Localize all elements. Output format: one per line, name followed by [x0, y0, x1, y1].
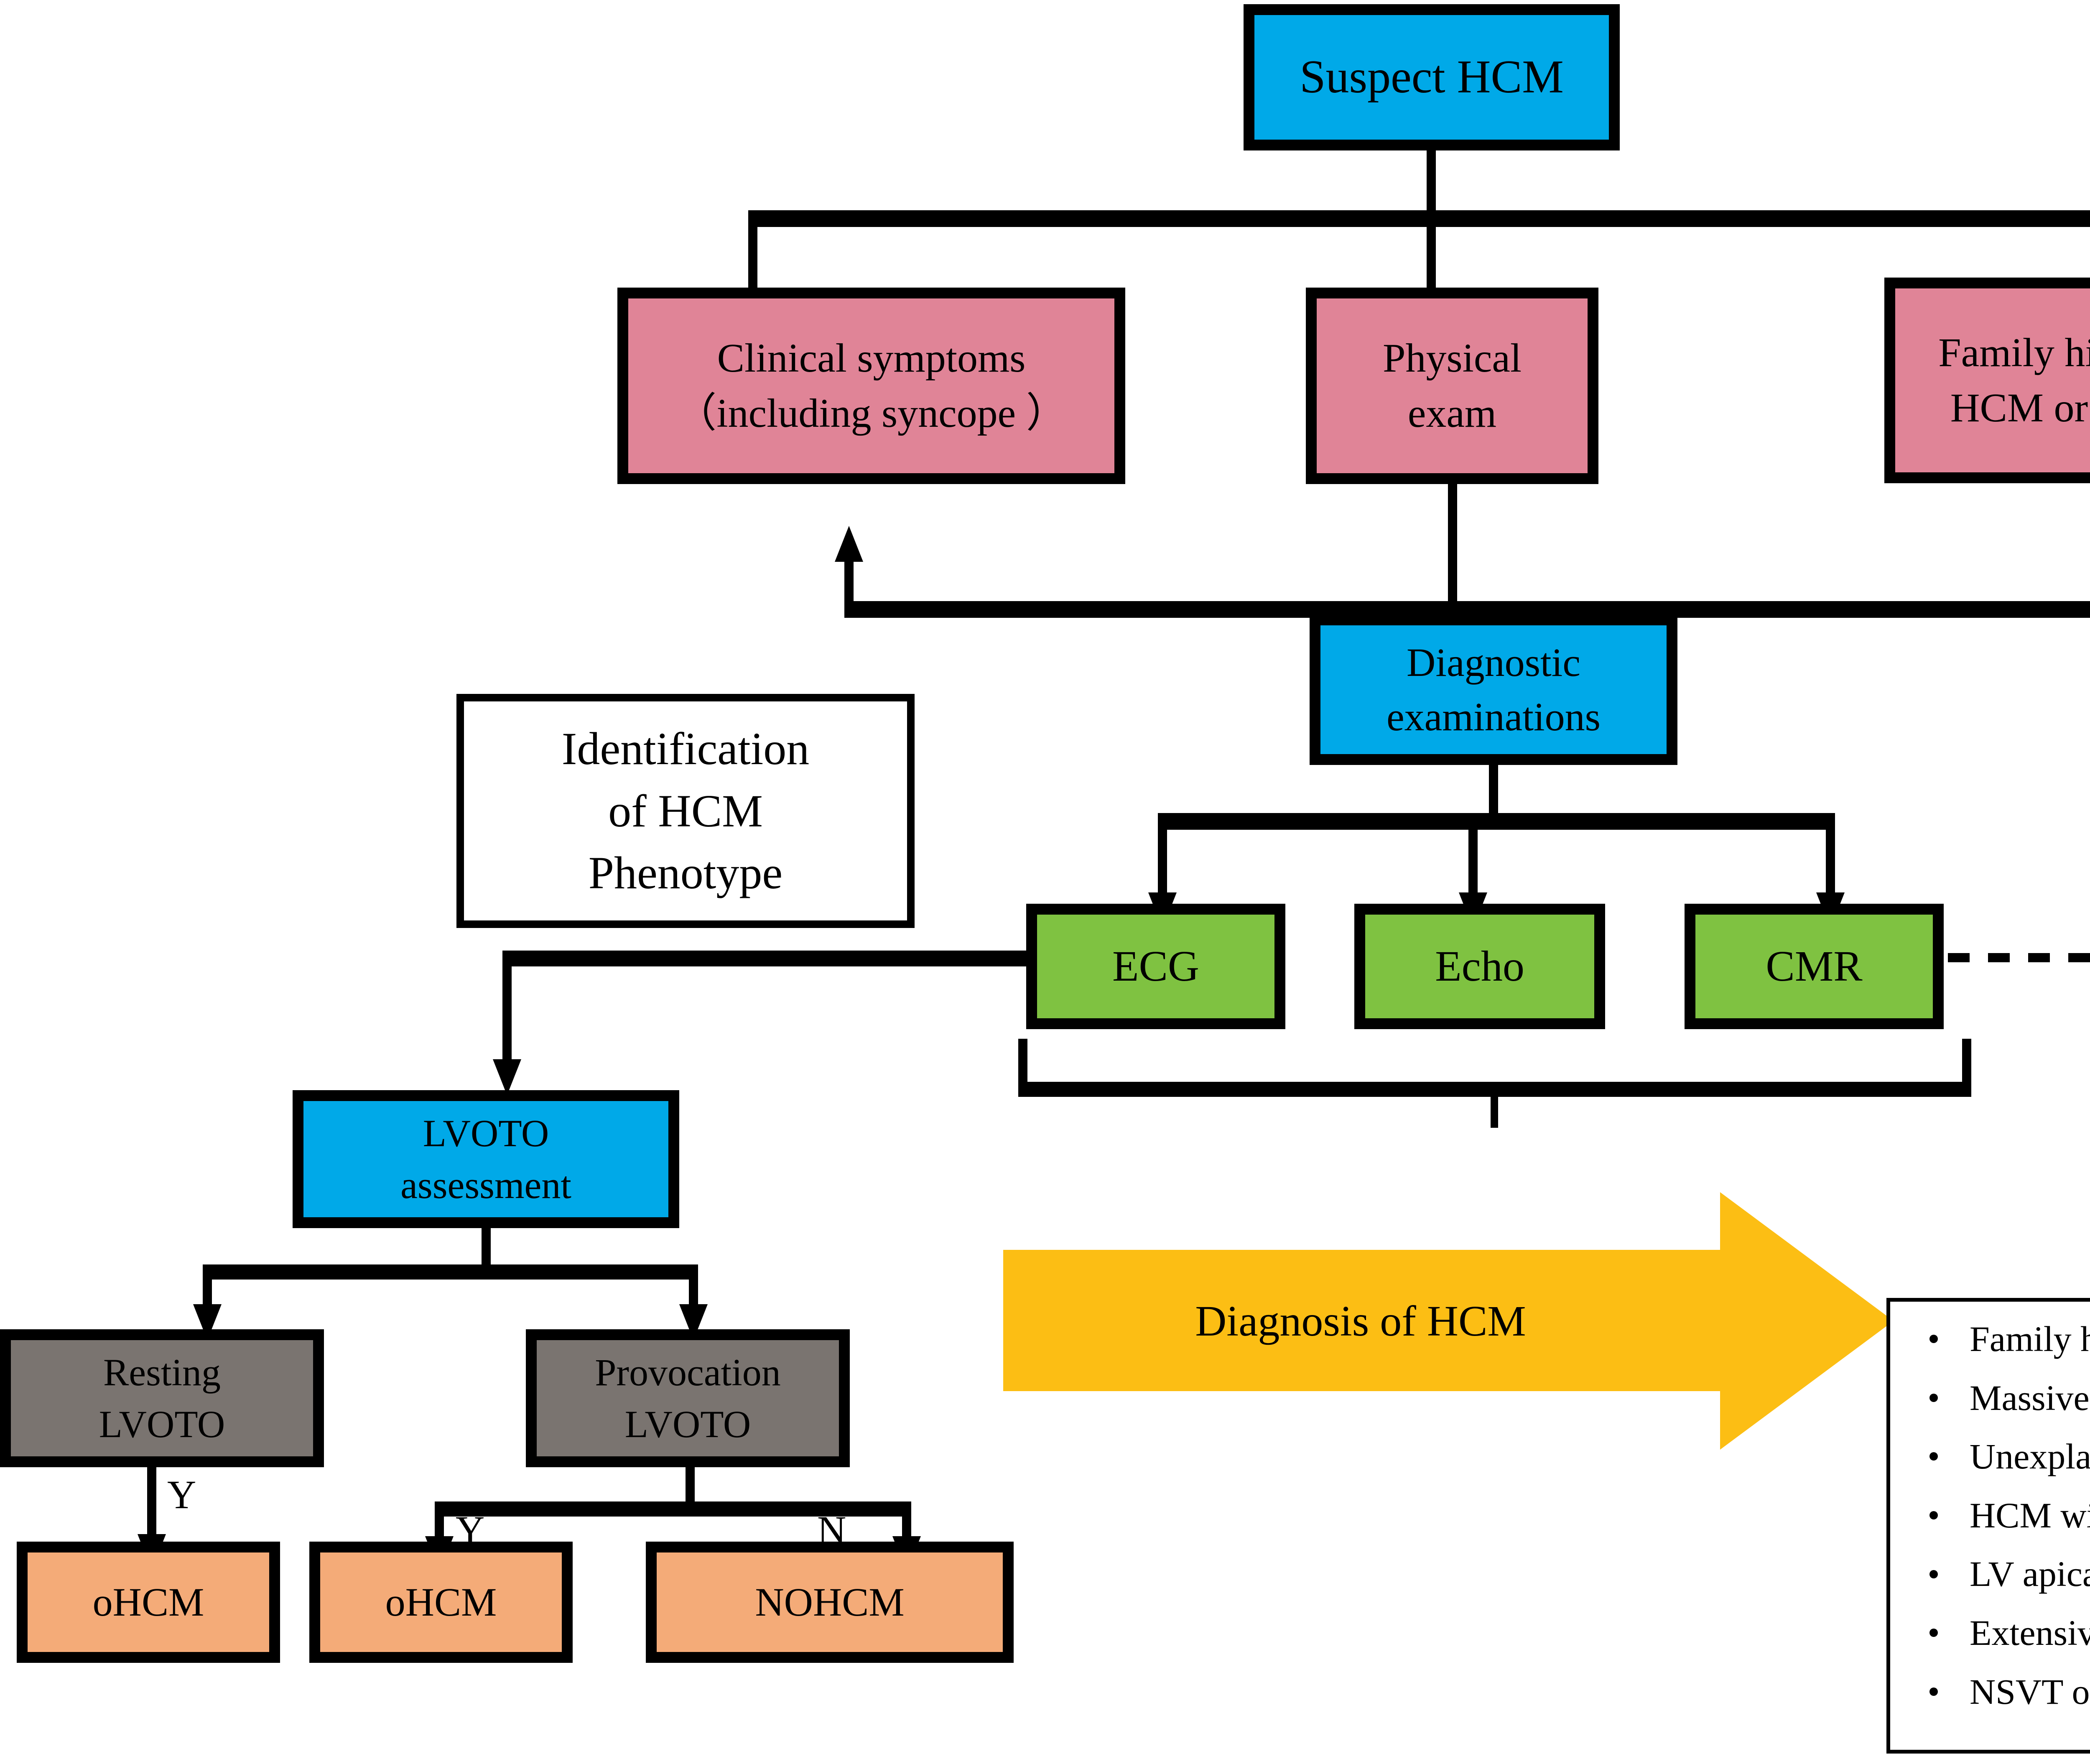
- node-provocation-lvoto-line-1: LVOTO: [624, 1403, 751, 1445]
- risk-factor-text: Family history of SCD: [1970, 1319, 2090, 1359]
- connector-modalities-to-lvoto: [502, 951, 1027, 966]
- node-clinical-symptoms[interactable]: Clinical symptoms （including syncope ）: [617, 288, 1125, 484]
- risk-factor-text: NSVT on ambulatory monitor: [1970, 1671, 2090, 1712]
- connector-diagnostic-stem: [1489, 765, 1498, 822]
- list-item: Unexplained syncope: [1915, 1437, 2090, 1476]
- node-ohcm-resting-label: oHCM: [92, 1580, 204, 1625]
- node-identification-line-0: Identification: [561, 723, 810, 775]
- node-ohcm-resting[interactable]: oHCM: [17, 1542, 280, 1663]
- node-diagnostic-examinations[interactable]: Diagnostic examinations: [1310, 614, 1677, 765]
- list-item: LV apical aneurysm: [1915, 1554, 2090, 1594]
- connector-physical-to-bus: [1448, 484, 1457, 617]
- node-cmr[interactable]: CMR: [1685, 904, 1944, 1029]
- connector-suspect-to-clinical: [748, 227, 757, 302]
- node-provocation-lvoto[interactable]: Provocation LVOTO: [526, 1329, 850, 1467]
- connector-bus-to-cmr: [1826, 830, 1835, 897]
- list-item: Extensive LGE on CMR imaging: [1915, 1613, 2090, 1653]
- risk-factor-text: Massive LVH: [1970, 1377, 2090, 1418]
- node-identification-line-1: of HCM: [608, 785, 763, 836]
- node-diagnostic-examinations-line-0: Diagnostic: [1407, 640, 1580, 685]
- arrowhead-up-to-clinical-symptoms: [835, 526, 863, 562]
- banner-diagnosis-label: Diagnosis of HCM: [1195, 1297, 1526, 1345]
- node-family-history-line-0: Family history:: [1938, 330, 2090, 375]
- node-physical-exam-line-1: exam: [1407, 391, 1497, 436]
- node-ecg[interactable]: ECG: [1026, 904, 1285, 1029]
- node-lvoto-assessment-line-1: assessment: [400, 1164, 571, 1206]
- connector-provocation-no-leg: [902, 1517, 911, 1542]
- node-diagnostic-examinations-line-1: examinations: [1387, 694, 1601, 739]
- scd-risk-factor-list: Family history of SCD Massive LVH Unexpl…: [1886, 1298, 2090, 1754]
- risk-factor-text: Unexplained syncope: [1970, 1436, 2090, 1477]
- connector-provocation-stem: [686, 1467, 695, 1509]
- connector-bus-to-echo: [1468, 830, 1478, 897]
- connector-bracket-right-leg: [1962, 1039, 1971, 1089]
- connector-diagnostic-bus: [1158, 813, 1835, 830]
- bullet-dot-icon: [1929, 1570, 1938, 1578]
- risk-factor-text: HCM with LV systolic dysfunction: [1970, 1495, 2090, 1535]
- bullet-dot-icon: [1929, 1687, 1938, 1696]
- node-family-history-line-1: HCM or SCD: [1950, 385, 2090, 431]
- node-physical-exam[interactable]: Physical exam: [1306, 288, 1598, 484]
- connector-lvoto-drop: [502, 957, 512, 1063]
- node-suspect-hcm-line-0: Suspect HCM: [1300, 51, 1564, 103]
- connector-lvoto-to-resting: [203, 1280, 212, 1309]
- connector-bracket-left-leg: [1018, 1039, 1027, 1089]
- node-provocation-lvoto-line-0: Provocation: [595, 1351, 781, 1394]
- node-clinical-symptoms-line-1: （including syncope ）: [675, 391, 1067, 436]
- arrowhead-to-lvoto-assessment: [493, 1059, 521, 1095]
- node-lvoto-assessment-line-0: LVOTO: [423, 1111, 549, 1155]
- node-nohcm-label: NOHCM: [755, 1580, 905, 1625]
- list-item: Massive LVH: [1915, 1378, 2090, 1418]
- bullet-dot-icon: [1929, 1393, 1938, 1402]
- node-nohcm[interactable]: NOHCM: [646, 1542, 1014, 1663]
- bullet-dot-icon: [1929, 1335, 1938, 1343]
- list-item: NSVT on ambulatory monitor: [1915, 1672, 2090, 1712]
- yellow-arrow-shape: [1003, 1192, 1894, 1450]
- connector-provocation-bus: [435, 1501, 911, 1517]
- node-family-history[interactable]: Family history: HCM or SCD: [1884, 278, 2090, 483]
- bullet-dot-icon: [1929, 1511, 1938, 1520]
- node-physical-exam-line-0: Physical: [1382, 335, 1522, 381]
- risk-factor-text: LV apical aneurysm: [1970, 1554, 2090, 1594]
- node-cmr-label: CMR: [1766, 942, 1863, 990]
- risk-factor-text: Extensive LGE on CMR imaging: [1970, 1612, 2090, 1653]
- connector-suspect-stem: [1427, 150, 1436, 219]
- node-resting-lvoto-line-1: LVOTO: [99, 1403, 225, 1445]
- connector-cmr-to-scd-dashed: [1948, 953, 2090, 962]
- node-clinical-symptoms-line-0: Clinical symptoms: [717, 335, 1026, 381]
- connector-bracket-stem: [1491, 1082, 1498, 1128]
- connector-lvoto-bus: [203, 1264, 698, 1280]
- node-identification-of-hcm-phenotype[interactable]: Identification of HCM Phenotype: [456, 694, 915, 928]
- connector-bus-to-ecg: [1158, 830, 1167, 897]
- node-suspect-hcm[interactable]: Suspect HCM: [1244, 4, 1620, 150]
- banner-diagnosis-of-hcm: Diagnosis of HCM: [1003, 1187, 1894, 1455]
- node-ecg-label: ECG: [1112, 942, 1199, 990]
- connector-lvoto-to-provocation: [689, 1280, 698, 1309]
- bullet-dot-icon: [1929, 1452, 1938, 1461]
- node-echo[interactable]: Echo: [1354, 904, 1605, 1029]
- connector-resting-to-ohcm: [147, 1467, 156, 1542]
- node-lvoto-assessment[interactable]: LVOTO assessment: [293, 1090, 679, 1228]
- node-resting-lvoto-line-0: Resting: [103, 1351, 221, 1394]
- node-echo-label: Echo: [1435, 942, 1524, 990]
- node-identification-line-2: Phenotype: [588, 847, 783, 899]
- node-ohcm-provocation[interactable]: oHCM: [309, 1542, 573, 1663]
- list-item: Family history of SCD: [1915, 1319, 2090, 1359]
- edge-label-resting-yes: Y: [167, 1472, 196, 1517]
- connector-suspect-to-physical: [1427, 227, 1436, 302]
- connector-lvoto-stem: [482, 1228, 491, 1272]
- node-resting-lvoto[interactable]: Resting LVOTO: [0, 1329, 324, 1467]
- node-ohcm-provocation-label: oHCM: [385, 1580, 497, 1625]
- risk-factor-items: Family history of SCD Massive LVH Unexpl…: [1915, 1319, 2090, 1711]
- connector-suspect-bus: [748, 210, 2090, 227]
- connector-provocation-yes-leg: [435, 1517, 444, 1542]
- list-item: HCM with LV systolic dysfunction: [1915, 1495, 2090, 1535]
- bullet-dot-icon: [1929, 1629, 1938, 1637]
